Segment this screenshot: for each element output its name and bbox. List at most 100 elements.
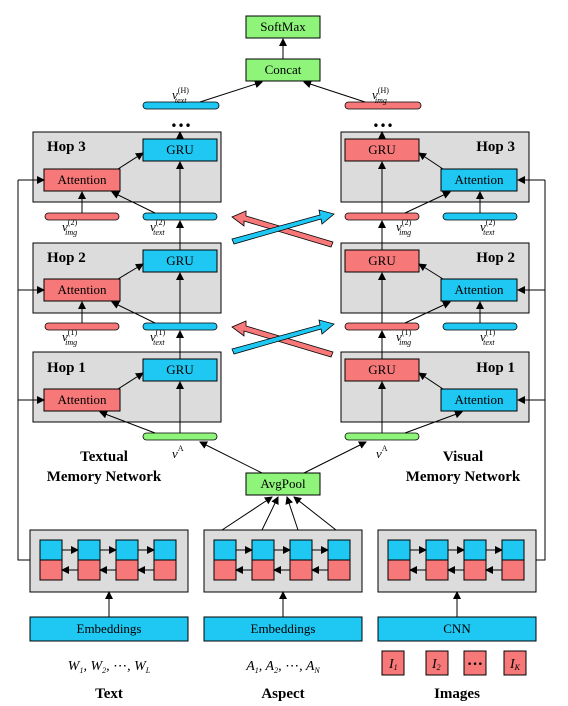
text-v-img-1-label: v(1)img [62, 328, 77, 347]
text-v-text-2-label: v(2)text [150, 218, 165, 237]
aspect-lstm-backward-cell [289, 559, 313, 581]
text-v-img-2-vector [44, 212, 120, 221]
aspect-lstm-forward-cell [213, 539, 237, 561]
text-lstm-backward-cell [39, 559, 63, 581]
image-tile-1-label: I1 [388, 657, 398, 672]
img-hop1-gru-label: GRU [368, 362, 396, 377]
img-hop3-label: Hop 3 [476, 139, 515, 155]
aspect-lstm-backward-cell [251, 559, 275, 581]
img-vimg1-to-att2 [404, 301, 451, 324]
v-img-h-label: v(H)img [372, 86, 389, 105]
cross-arrow-blue-upper [231, 209, 335, 245]
avgpool-to-img-va [303, 441, 367, 474]
images-caption: Images [434, 686, 480, 702]
aspect-embeddings-label: Embeddings [251, 621, 316, 636]
img-v-img-1-label: v(1)img [396, 328, 411, 347]
avgpool-to-text-va [199, 441, 263, 474]
avgpool-label: AvgPool [260, 476, 306, 491]
img-v-img-1-vector [344, 322, 420, 331]
image-lstm-backward-cell [425, 559, 449, 581]
img-hop3-attention-label: Attention [454, 172, 504, 187]
aspect-bilstm [203, 529, 363, 593]
img-vimg2-to-att3 [404, 191, 451, 214]
image-lstm-forward-cell [463, 539, 487, 561]
aspect-lstm-forward-cell [289, 539, 313, 561]
text-v-text-1-label: v(1)text [150, 328, 165, 347]
img-memory-feed-line [530, 180, 546, 561]
text-hop2-attention-label: Attention [57, 282, 107, 297]
v-text-h-to-concat [199, 80, 263, 103]
img-hop3-att-to-gru [418, 152, 444, 170]
img-hop2-att-to-gru [418, 263, 444, 280]
aspect-fan-3 [285, 496, 299, 531]
aspect-sequence: A1, A2, ⋯, AN [245, 659, 320, 675]
concat-label: Concat [265, 62, 302, 77]
image-lstm-forward-cell [501, 539, 525, 561]
img-hop1-att-to-gru [418, 372, 444, 390]
img-dots: ••• [372, 119, 393, 133]
text-hop3-gru-label: GRU [166, 142, 194, 157]
image-tile-2 [425, 650, 449, 676]
text-v-text-1-vector [142, 322, 218, 331]
text-lstm-backward-cell [153, 559, 177, 581]
aspect-lstm-backward-cell [327, 559, 351, 581]
aspect-lstm-backward-cell [213, 559, 237, 581]
text-vtext2-to-att3 [111, 191, 156, 214]
image-lstm-backward-cell [463, 559, 487, 581]
text-caption: Text [95, 686, 123, 702]
text-v-img-1-vector [44, 322, 120, 331]
softmax-label: SoftMax [260, 19, 306, 34]
text-lstm-forward-cell [115, 539, 139, 561]
avgpool-box [245, 472, 321, 496]
img-va-to-att1 [404, 410, 463, 434]
image-tile-k [503, 650, 527, 676]
v-img-h-to-concat [303, 80, 366, 103]
text-hop1-gru-label: GRU [166, 362, 194, 377]
cross-arrow-blue-lower [231, 319, 335, 355]
text-hop3-attention-label: Attention [57, 172, 107, 187]
image-lstm-backward-cell [387, 559, 411, 581]
image-tile-2-label: I2 [431, 657, 441, 672]
text-v-text-2-vector [142, 212, 218, 221]
text-dots: ••• [170, 119, 191, 133]
text-hop2-label: Hop 2 [47, 250, 86, 266]
cnn-label: CNN [443, 621, 471, 636]
text-hop2-att-to-gru [117, 263, 144, 280]
img-hop2-gru-label: GRU [368, 253, 396, 268]
image-lstm-forward-cell [387, 539, 411, 561]
aspect-fan-2 [261, 496, 279, 531]
img-v-img-2-label: v(2)img [396, 218, 411, 237]
image-lstm-forward-cell [425, 539, 449, 561]
aspect-lstm-forward-cell [251, 539, 275, 561]
image-tile-dots [463, 650, 487, 676]
text-lstm-forward-cell [39, 539, 63, 561]
text-va-to-att1 [99, 410, 156, 434]
text-hop1-att-to-gru [117, 372, 144, 390]
image-lstm-backward-cell [501, 559, 525, 581]
text-hop1-label: Hop 1 [47, 360, 86, 376]
textual-title-line2: Memory Network [47, 469, 162, 485]
img-v-img-2-vector [344, 212, 420, 221]
image-tile-k-label: IK [509, 657, 521, 672]
v-text-h-label: v(H)text [172, 86, 189, 105]
img-v-a-vector [344, 432, 420, 441]
text-v-a-label: vA [172, 444, 184, 461]
aspect-fan-1 [221, 496, 273, 531]
aspect-fan-4 [293, 496, 337, 531]
text-v-img-2-label: v(2)img [62, 218, 77, 237]
aspect-caption: Aspect [261, 686, 304, 702]
image-tile-1 [381, 650, 405, 676]
text-hop3-label: Hop 3 [47, 139, 86, 155]
text-lstm-forward-cell [77, 539, 101, 561]
text-memory-feed-line [17, 180, 30, 561]
visual-title-line2: Memory Network [406, 469, 521, 485]
text-bilstm [29, 529, 189, 593]
image-tile-dots-label: ••• [467, 660, 483, 670]
textual-title-line1: Textual [80, 449, 128, 465]
v-img-h-vector [344, 101, 422, 110]
text-hop3-att-to-gru [117, 152, 144, 170]
cnn-box [377, 616, 537, 642]
v-text-h-vector [142, 101, 220, 110]
